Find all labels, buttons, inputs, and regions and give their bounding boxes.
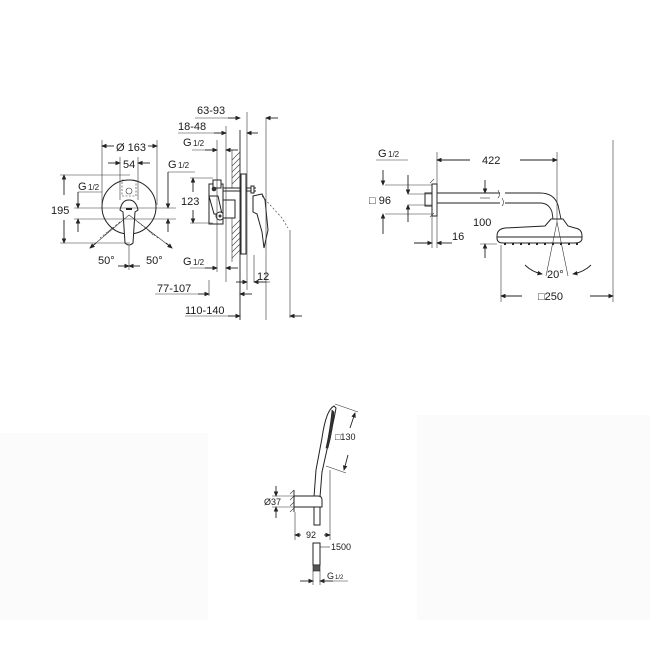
dim-12: 12: [257, 271, 269, 283]
thread-right: G: [168, 159, 177, 171]
mixer-front-view: [60, 140, 195, 270]
background-panel-right: [417, 415, 650, 620]
dim-54: 54: [123, 159, 135, 171]
dim-195: 195: [51, 205, 69, 217]
labels: Ø 163 54 195 G 1/2 G 1/2 50° 50° 63-93 1…: [51, 105, 564, 581]
mixer-side-view: [155, 112, 302, 320]
hose-thread: G: [327, 571, 334, 581]
head-thread: G: [378, 148, 387, 160]
hose-thread-frac: 1/2: [335, 575, 344, 581]
angle-20: 20°: [547, 269, 564, 281]
dim-flange-96: □ 96: [369, 195, 391, 207]
lever-handle: [119, 199, 139, 246]
thread-left: G: [78, 181, 87, 193]
shower-head: [496, 218, 583, 244]
dim-100: 100: [473, 217, 491, 229]
thread-side-top-frac: 1/2: [193, 139, 205, 148]
angle-left: 50°: [98, 255, 115, 267]
angle-right: 50°: [146, 255, 163, 267]
dim-250: □250: [538, 291, 563, 303]
dim-123: 123: [181, 196, 199, 208]
thread-side-top: G: [183, 137, 192, 149]
background-panel-left: [0, 433, 208, 620]
dim-77-107: 77-107: [157, 283, 191, 295]
dim-110-140: 110-140: [185, 305, 225, 317]
head-thread-frac: 1/2: [388, 150, 400, 159]
dim-92: 92: [306, 530, 316, 540]
thread-right-frac: 1/2: [178, 161, 190, 170]
thread-side-bottom-frac: 1/2: [193, 258, 205, 267]
dim-1500: 1500: [331, 542, 351, 552]
thread-side-bottom: G: [183, 256, 192, 268]
lever-side: [252, 193, 269, 249]
dim-dia-37: Ø37: [264, 497, 281, 507]
dim-16: 16: [452, 231, 464, 243]
dim-18-48: 18-48: [178, 121, 206, 133]
dim-63-93: 63-93: [197, 105, 225, 117]
thread-left-frac: 1/2: [88, 183, 100, 192]
hand-shower-view: [272, 403, 359, 585]
dim-dia-163: Ø 163: [116, 142, 146, 154]
head-shower-view: [376, 140, 614, 302]
dim-422: 422: [482, 155, 500, 167]
dim-130: □130: [335, 432, 355, 442]
